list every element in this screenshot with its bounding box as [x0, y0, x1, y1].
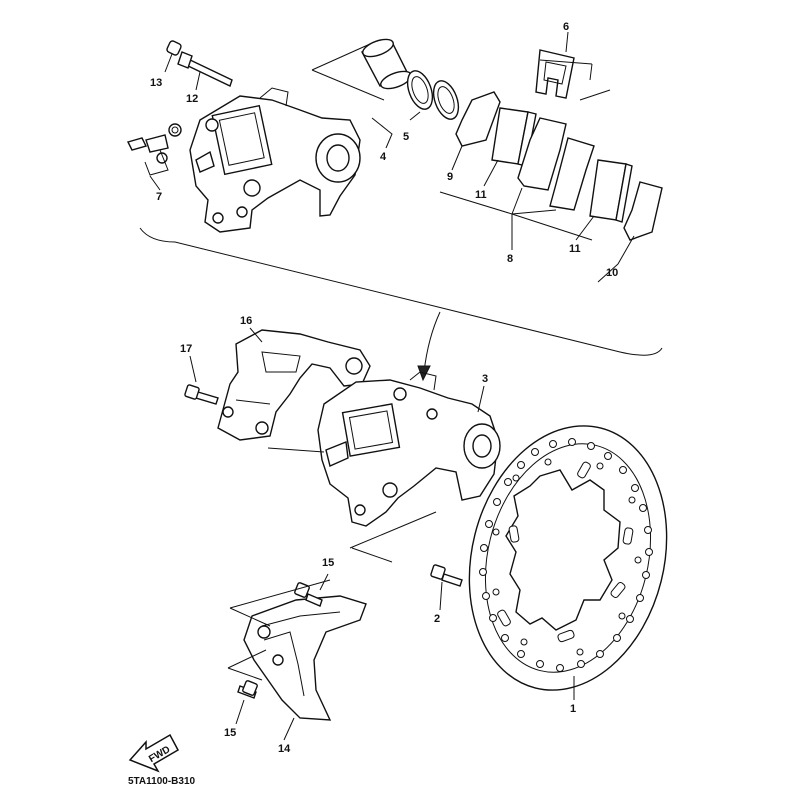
caliper-bracket-16	[217, 329, 371, 441]
disc-guard-14	[243, 595, 367, 721]
callout-1: 1	[570, 703, 576, 715]
pad-plate-b	[549, 137, 595, 211]
callout-5: 5	[403, 131, 409, 143]
shim-9	[455, 91, 501, 147]
explode-arrow-line	[423, 311, 441, 373]
callout-9: 9	[447, 171, 453, 183]
pin-cap-13	[166, 40, 182, 56]
callout-15-upper: 15	[322, 557, 334, 569]
bolt-17	[184, 384, 219, 405]
shim-10	[623, 181, 663, 241]
pad-plate-a	[517, 117, 567, 191]
caliper-3	[317, 371, 501, 527]
callout-15-lower: 15	[224, 727, 236, 739]
callout-10: 10	[606, 267, 618, 279]
disc-holes	[479, 438, 653, 672]
callout-17: 17	[180, 343, 192, 355]
piston-seals-5	[406, 70, 460, 120]
callout-3: 3	[482, 373, 488, 385]
callout-12: 12	[186, 93, 198, 105]
callout-2: 2	[434, 613, 440, 625]
callout-16: 16	[240, 315, 252, 327]
group-bracket-curve	[139, 227, 663, 356]
callout-8: 8	[507, 253, 513, 265]
pin-12	[177, 51, 233, 87]
callout-4: 4	[380, 151, 387, 163]
caliper-upper-exploded	[189, 87, 361, 233]
bleed-screw-7	[126, 123, 182, 176]
callout-13: 13	[150, 77, 162, 89]
callout-14: 14	[278, 743, 291, 755]
diagram-code: 5TA1100-B310	[128, 776, 196, 787]
fwd-arrow-icon: FWD	[128, 733, 180, 773]
callout-6: 6	[563, 21, 569, 33]
bolt-2	[430, 564, 463, 587]
pad-spring-6	[535, 49, 575, 99]
brake-pad-kit	[455, 91, 663, 241]
callout-7: 7	[156, 191, 162, 203]
leader-lines	[149, 31, 635, 741]
brake-disc-1	[468, 425, 668, 691]
guide-lines-upper	[311, 43, 611, 101]
callout-11-upper: 11	[475, 189, 487, 201]
callout-11-lower: 11	[569, 243, 581, 255]
guide-lines-lower	[227, 447, 437, 681]
bolt-15-lower	[237, 680, 258, 699]
piston-4	[360, 38, 412, 90]
